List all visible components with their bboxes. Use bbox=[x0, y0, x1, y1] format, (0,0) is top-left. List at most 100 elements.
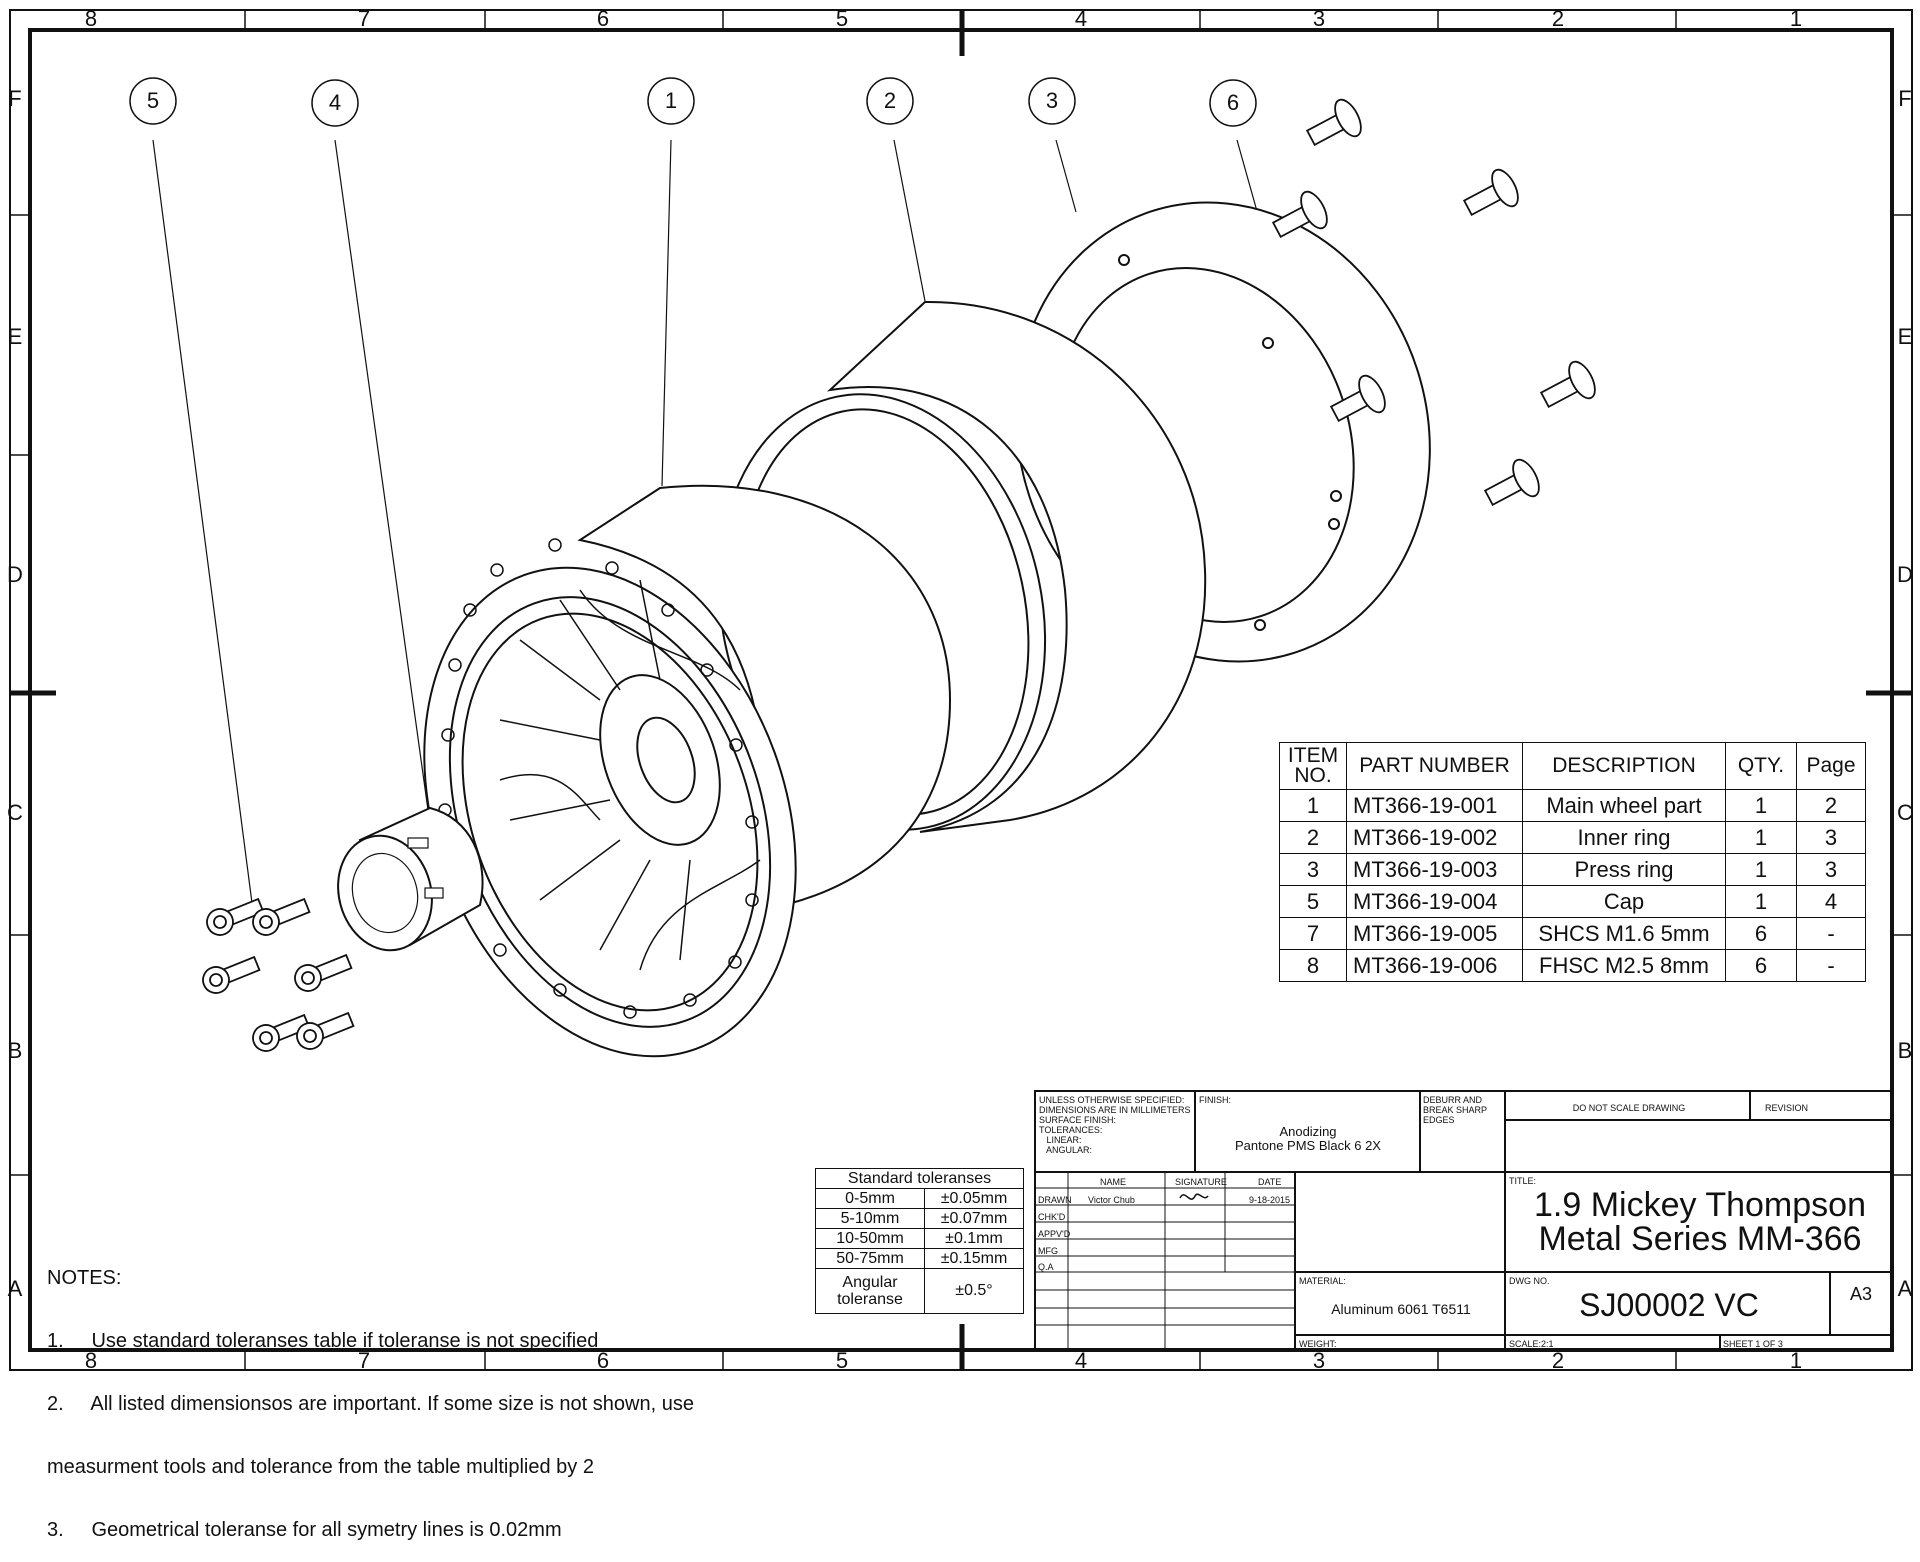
sheet-size: A3 bbox=[1849, 1284, 1873, 1304]
angular-tolerance-value: ±0.5° bbox=[924, 1268, 1024, 1314]
bom-qty: 1 bbox=[1725, 853, 1797, 886]
zone-row-d-right: D bbox=[1897, 562, 1913, 587]
drawing-number: SJ00002 VC bbox=[1579, 1287, 1759, 1323]
zone-col-5: 5 bbox=[835, 6, 849, 31]
note-line: 3. Geometrical toleranse for all symetry… bbox=[47, 1519, 562, 1541]
tolerance-table: Standard toleranses 0-5mm±0.05mm 5-10mm±… bbox=[815, 1168, 1024, 1314]
drawing-sheet bbox=[9, 9, 1913, 1371]
notes-block: NOTES: 1. Use standard toleranses table … bbox=[47, 1226, 694, 1562]
bom-description: Main wheel part bbox=[1522, 789, 1726, 822]
balloon-label-5: 5 bbox=[146, 88, 160, 113]
zone-col-7: 7 bbox=[357, 6, 371, 31]
tolerance-range: 0-5mm bbox=[815, 1188, 925, 1209]
bom-header-part: PART NUMBER bbox=[1346, 742, 1523, 790]
zone-row-e: E bbox=[7, 324, 23, 349]
bom-part: MT366-19-006 bbox=[1346, 949, 1523, 982]
table-row: 5-10mm±0.07mm bbox=[815, 1208, 1024, 1229]
title-block-grid bbox=[1034, 1090, 1893, 1351]
title-label: TITLE: bbox=[1509, 1176, 1537, 1186]
zone-row-f: F bbox=[8, 86, 22, 111]
zone-row-b-right: B bbox=[1897, 1038, 1913, 1063]
bom-item: 8 bbox=[1279, 949, 1347, 982]
bom-qty: 1 bbox=[1725, 885, 1797, 918]
material-label: MATERIAL: bbox=[1299, 1276, 1346, 1286]
bom-item: 7 bbox=[1279, 917, 1347, 950]
table-row: 0-5mm±0.05mm bbox=[815, 1188, 1024, 1209]
tolerance-title: Standard toleranses bbox=[815, 1168, 1024, 1189]
bom-header-description: DESCRIPTION bbox=[1522, 742, 1726, 790]
bom-part: MT366-19-005 bbox=[1346, 917, 1523, 950]
bom-description: SHCS M1.6 5mm bbox=[1522, 917, 1726, 950]
note-line: measurment tools and tolerance from the … bbox=[47, 1456, 594, 1478]
table-row: 2 MT366-19-002 Inner ring 1 3 bbox=[1279, 821, 1866, 854]
tolerance-range: 5-10mm bbox=[815, 1208, 925, 1229]
col-date-label: DATE bbox=[1258, 1177, 1282, 1187]
bom-part: MT366-19-001 bbox=[1346, 789, 1523, 822]
balloon-label-3: 3 bbox=[1045, 88, 1059, 113]
deburr-note: DEBURR AND BREAK SHARP EDGES bbox=[1423, 1095, 1488, 1125]
tolerance-range: 10-50mm bbox=[815, 1228, 925, 1249]
balloon-label-1: 1 bbox=[664, 88, 678, 113]
tolerance-value: ±0.1mm bbox=[924, 1228, 1024, 1249]
bom-part: MT366-19-002 bbox=[1346, 821, 1523, 854]
zone-col-7-bottom: 7 bbox=[357, 1348, 371, 1373]
row-label-checked: CHK'D bbox=[1038, 1212, 1066, 1222]
balloon-4 bbox=[311, 79, 359, 127]
finish-label: FINISH: bbox=[1199, 1095, 1232, 1105]
note-line: 1. Use standard toleranses table if tole… bbox=[47, 1330, 599, 1352]
bom-qty: 1 bbox=[1725, 821, 1797, 854]
sheet-number: SHEET 1 OF 3 bbox=[1723, 1339, 1783, 1349]
shcs-screws bbox=[202, 897, 355, 1052]
row-label-mfg: MFG bbox=[1038, 1246, 1058, 1256]
zone-col-3-bottom: 3 bbox=[1312, 1348, 1326, 1373]
col-signature-label: SIGNATURE bbox=[1175, 1177, 1227, 1187]
balloon-2 bbox=[866, 77, 914, 125]
zone-col-1-bottom: 1 bbox=[1789, 1348, 1803, 1373]
zone-col-4-bottom: 4 bbox=[1074, 1348, 1088, 1373]
balloon-label-2: 2 bbox=[883, 88, 897, 113]
tolerance-value: ±0.05mm bbox=[924, 1188, 1024, 1209]
bom-header-row: ITEM NO. PART NUMBER DESCRIPTION QTY. Pa… bbox=[1279, 742, 1866, 790]
zone-row-c-right: C bbox=[1897, 800, 1913, 825]
bom-part: MT366-19-004 bbox=[1346, 885, 1523, 918]
zone-col-4: 4 bbox=[1074, 6, 1088, 31]
bom-item: 5 bbox=[1279, 885, 1347, 918]
bom-item: 3 bbox=[1279, 853, 1347, 886]
bom-page: 3 bbox=[1796, 821, 1866, 854]
table-row: 7 MT366-19-005 SHCS M1.6 5mm 6 - bbox=[1279, 917, 1866, 950]
zone-col-3: 3 bbox=[1312, 6, 1326, 31]
row-label-approved: APPV'D bbox=[1038, 1229, 1071, 1239]
table-row: 8 MT366-19-006 FHSC M2.5 8mm 6 - bbox=[1279, 949, 1866, 982]
drawn-name: Victor Chub bbox=[1088, 1195, 1135, 1205]
angular-tolerance-label: Angular toleranse bbox=[815, 1268, 925, 1314]
zone-row-d: D bbox=[7, 562, 23, 587]
note-line: 2. All listed dimensionsos are important… bbox=[47, 1393, 694, 1415]
drawing-title-line2: Metal Series MM-366 bbox=[1538, 1220, 1862, 1258]
bom-page: 2 bbox=[1796, 789, 1866, 822]
weight-label: WEIGHT: bbox=[1299, 1339, 1337, 1349]
balloon-label-6: 6 bbox=[1226, 90, 1240, 115]
zone-row-f-right: F bbox=[1898, 86, 1912, 111]
notes-title: NOTES: bbox=[47, 1267, 122, 1289]
bom-description: Cap bbox=[1522, 885, 1726, 918]
zone-col-2-bottom: 2 bbox=[1551, 1348, 1565, 1373]
dwg-no-label: DWG NO. bbox=[1509, 1276, 1550, 1286]
balloon-3 bbox=[1028, 77, 1076, 125]
table-row: 50-75mm±0.15mm bbox=[815, 1248, 1024, 1269]
bom-description: Inner ring bbox=[1522, 821, 1726, 854]
balloon-6 bbox=[1209, 79, 1257, 127]
zone-col-8-bottom: 8 bbox=[84, 1348, 98, 1373]
fhsc-screws bbox=[1271, 98, 1596, 506]
col-name-label: NAME bbox=[1100, 1177, 1127, 1187]
zone-col-6: 6 bbox=[596, 6, 610, 31]
drawn-date: 9-18-2015 bbox=[1249, 1195, 1291, 1205]
balloon-label-4: 4 bbox=[328, 90, 342, 115]
revision-label: REVISION bbox=[1765, 1103, 1809, 1113]
zone-col-8: 8 bbox=[84, 6, 98, 31]
scale-label: SCALE:2:1 bbox=[1509, 1339, 1554, 1349]
bom-qty: 6 bbox=[1725, 949, 1797, 982]
zone-col-2: 2 bbox=[1551, 6, 1565, 31]
table-row: 5 MT366-19-004 Cap 1 4 bbox=[1279, 885, 1866, 918]
balloon-5 bbox=[129, 77, 177, 125]
tolerance-value: ±0.15mm bbox=[924, 1248, 1024, 1269]
